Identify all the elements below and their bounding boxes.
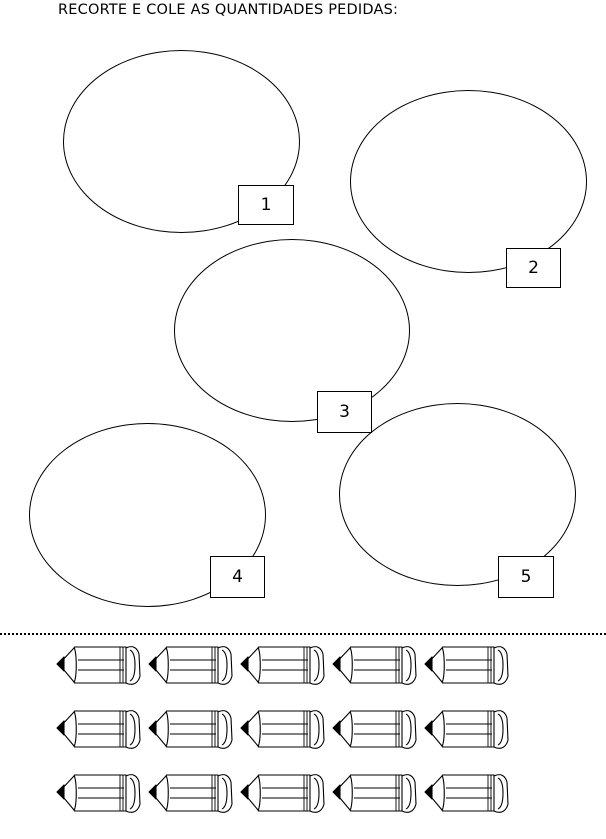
instruction-title: RECORTE E COLE AS QUANTIDADES PEDIDAS: bbox=[58, 2, 399, 18]
pencil-icon bbox=[238, 706, 328, 756]
group-number-3: 3 bbox=[317, 391, 372, 433]
pencil-icon bbox=[238, 770, 328, 820]
pencil-cutouts bbox=[54, 642, 534, 834]
group-oval-5 bbox=[339, 403, 576, 586]
pencil-row bbox=[54, 706, 534, 756]
group-number-2: 2 bbox=[506, 248, 561, 288]
pencil-icon bbox=[146, 770, 236, 820]
group-number-4: 4 bbox=[210, 556, 265, 598]
pencil-icon bbox=[330, 770, 420, 820]
pencil-icon bbox=[238, 642, 328, 692]
pencil-icon bbox=[146, 642, 236, 692]
cut-line bbox=[0, 633, 606, 635]
pencil-icon bbox=[54, 770, 144, 820]
pencil-icon bbox=[422, 706, 512, 756]
pencil-row bbox=[54, 642, 534, 692]
group-oval-1 bbox=[63, 50, 300, 233]
pencil-icon bbox=[422, 642, 512, 692]
pencil-icon bbox=[54, 642, 144, 692]
group-oval-3 bbox=[174, 239, 410, 422]
group-oval-2 bbox=[350, 90, 587, 273]
pencil-icon bbox=[330, 706, 420, 756]
group-oval-4 bbox=[29, 423, 266, 607]
group-number-1: 1 bbox=[238, 185, 294, 225]
group-number-5: 5 bbox=[498, 556, 554, 598]
pencil-row bbox=[54, 770, 534, 820]
pencil-icon bbox=[330, 642, 420, 692]
pencil-icon bbox=[54, 706, 144, 756]
pencil-icon bbox=[422, 770, 512, 820]
pencil-icon bbox=[146, 706, 236, 756]
